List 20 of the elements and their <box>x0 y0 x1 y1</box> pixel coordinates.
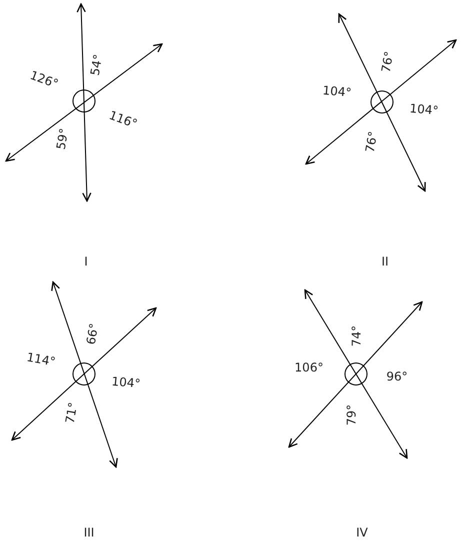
angle-label: 74° <box>350 325 364 347</box>
angle-label: 59° <box>54 127 72 151</box>
angle-label: 116° <box>107 108 139 132</box>
angle-label: 126° <box>28 68 60 92</box>
angle-label: 71° <box>64 401 80 425</box>
angle-label: 114° <box>26 351 56 369</box>
figure-number: IV <box>356 526 368 540</box>
angle-label: 96° <box>386 370 408 384</box>
angle-label: 79° <box>346 404 358 426</box>
angle-label: 76° <box>364 130 380 154</box>
angle-label: 66° <box>84 322 102 346</box>
angle-label: 104° <box>111 375 141 391</box>
angle-label: 106° <box>294 362 324 374</box>
figure-number: II <box>381 256 389 268</box>
figure-number: III <box>84 526 94 540</box>
angle-label: 104° <box>322 84 352 100</box>
figure-number: I <box>84 256 88 268</box>
angle-label: 76° <box>380 50 396 74</box>
angle-label: 104° <box>409 102 439 118</box>
angle-label: 54° <box>88 53 106 77</box>
